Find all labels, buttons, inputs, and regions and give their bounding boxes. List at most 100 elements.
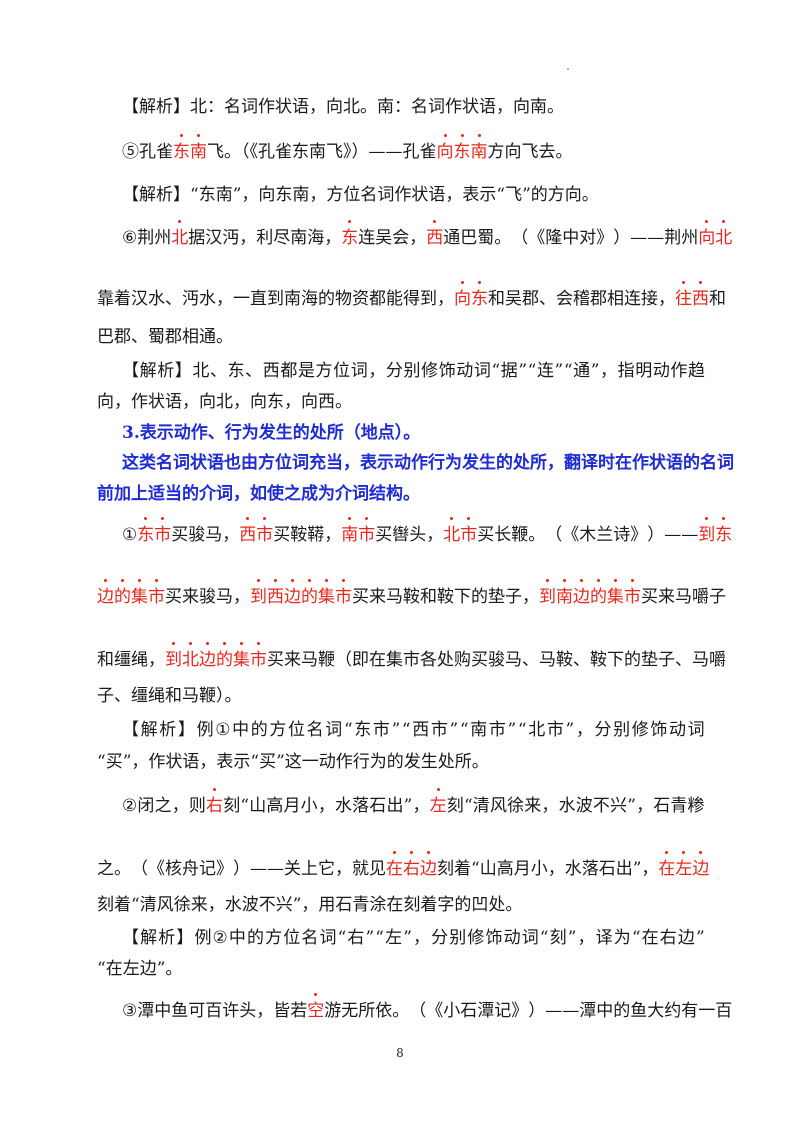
text-char: 买 <box>273 525 291 545</box>
text-char: 到 <box>267 289 284 309</box>
emphasized-char: 边 <box>692 851 710 879</box>
text-char: 南 <box>470 720 488 740</box>
text-char: 中 <box>562 228 580 248</box>
text-char: 和 <box>420 587 437 607</box>
text-char: 所 <box>530 453 547 473</box>
text-char: ） <box>647 525 665 545</box>
text-char: 的 <box>496 453 513 473</box>
text-char: 作 <box>632 453 649 473</box>
text-char: 高 <box>496 859 514 879</box>
text-char: 和 <box>709 289 726 309</box>
text-char: 来 <box>369 587 386 607</box>
text-char: “ <box>517 720 527 740</box>
example-line: ⑤孔雀东南飞。（《孔雀东南飞》）——孔雀向东南方向飞去。 <box>122 134 573 164</box>
text-char: 是 <box>297 361 315 381</box>
text-char: ， <box>317 796 335 816</box>
text-char: 、 <box>522 650 539 670</box>
text-char: 的 <box>683 453 700 473</box>
text-char: 饰 <box>650 720 668 740</box>
emphasized-char: 北 <box>715 220 733 248</box>
text-char: 州 <box>154 228 172 248</box>
text-char: 表 <box>360 453 377 473</box>
text-char: 汉 <box>131 289 148 309</box>
text-char: 鞍 <box>556 650 573 670</box>
text-char: ， <box>426 525 444 545</box>
text-char: 左 <box>385 928 403 948</box>
emphasized-char: 市 <box>335 579 352 607</box>
text-char: 潭 <box>137 1001 155 1021</box>
text-char: 物 <box>335 289 352 309</box>
translation-line: 刻着“清风徐来，水波不兴”，用石青涂在刻着字的凹处。 <box>97 893 522 917</box>
text-char: 到 <box>420 289 437 309</box>
text-char: ， <box>409 228 427 248</box>
text-char: 词 <box>521 928 539 948</box>
text-char: 的 <box>250 720 268 740</box>
text-run: “买”，作状语，表示“买”这一动作行为的发生处所。 <box>97 752 489 772</box>
text-char: 马 <box>692 650 709 670</box>
text-char: ， <box>256 1001 274 1021</box>
emphasized-char: 西 <box>426 220 444 248</box>
text-run: 【解析】北：名词作状语，向北。南：名词作状语，向南。 <box>122 97 564 117</box>
text-char: ” <box>507 720 517 740</box>
text-char: 、 <box>539 289 556 309</box>
text-char: “ <box>401 720 411 740</box>
text-char: 连 <box>358 228 376 248</box>
text-char: 中 <box>154 1001 172 1021</box>
emphasized-char: 南 <box>190 134 207 162</box>
text-char: 中 <box>596 1001 614 1021</box>
text-char: 位 <box>288 720 306 740</box>
emphasized-char: 市 <box>154 517 172 545</box>
text-char: — <box>250 859 267 879</box>
emphasized-char: 左 <box>675 851 693 879</box>
translation-line: 靠着汉水、沔水，一直到南海的物资都能得到，向东和吴郡、会稽郡相连接，往西和 <box>97 281 726 311</box>
emphasized-char: 到 <box>539 579 556 607</box>
text-char: “ <box>240 796 250 816</box>
text-char: 石 <box>653 796 671 816</box>
text-char: 马 <box>539 650 556 670</box>
text-char: 的 <box>318 289 335 309</box>
text-char: 》 <box>630 525 648 545</box>
text-char: 巴 <box>460 228 478 248</box>
text-char: 充 <box>309 453 326 473</box>
emphasized-char: 西 <box>692 281 709 309</box>
text-char: 它 <box>318 859 335 879</box>
text-char: 名 <box>700 453 717 473</box>
text-char: 即 <box>352 650 369 670</box>
text-char: 】 <box>177 720 195 740</box>
text-char: 徐 <box>507 796 525 816</box>
translation-line: 之。（《核舟记》）——关上它，就见在右边刻着“山高月小，水落石出”，在左边 <box>97 851 709 881</box>
text-char: ， <box>547 453 564 473</box>
text-char: 记 <box>494 1001 512 1021</box>
text-char: ， <box>171 796 189 816</box>
text-char: 水 <box>564 859 582 879</box>
text-char: 市 <box>430 720 448 740</box>
text-char: （ <box>409 1001 427 1021</box>
text-char: 木 <box>579 525 597 545</box>
text-char: 着 <box>454 859 471 879</box>
text-char: 《 <box>426 1001 444 1021</box>
text-char: 别 <box>613 720 631 740</box>
text-char: 在 <box>615 453 632 473</box>
text-char: 无 <box>341 1001 359 1021</box>
text-char: ， <box>368 361 386 381</box>
text-char: 落 <box>352 796 370 816</box>
text-char: — <box>545 1001 563 1021</box>
text-char: ” <box>632 859 642 879</box>
text-char: 【 <box>122 928 139 948</box>
text-char: ， <box>658 289 675 309</box>
text-char: ② <box>122 796 138 816</box>
text-char: 在 <box>641 928 659 948</box>
text-char: 所 <box>358 1001 376 1021</box>
text-char: 子 <box>709 587 726 607</box>
emphasized-char: 边 <box>199 642 216 670</box>
text-char: 诗 <box>613 525 631 545</box>
text-char: — <box>664 525 682 545</box>
text-char: 别 <box>403 361 421 381</box>
text-char: ” <box>391 720 401 740</box>
text-char: 鞭 <box>318 650 335 670</box>
text-char: 能 <box>386 289 403 309</box>
text-char: 南 <box>284 289 301 309</box>
